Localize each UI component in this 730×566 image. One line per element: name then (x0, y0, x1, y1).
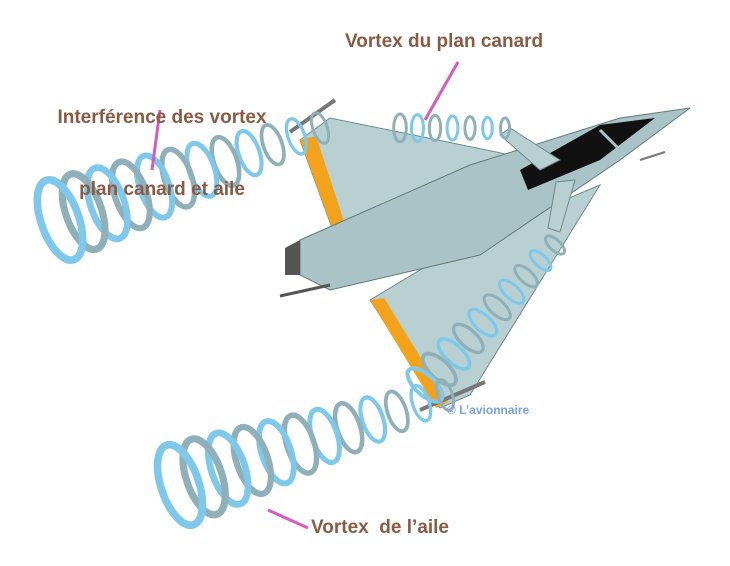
label-interference-line2: plan canard et aile (79, 179, 245, 200)
vortex-loop (405, 366, 445, 404)
upper-flap (300, 136, 352, 250)
vortex-loop (153, 440, 207, 530)
canard-vortex-upper (392, 112, 511, 144)
vortex-loop (230, 423, 275, 498)
vortex-loop (281, 412, 320, 476)
aircraft (279, 98, 691, 412)
vortex-loop (513, 263, 539, 289)
vortex-loop (58, 170, 109, 254)
vortex-loop (259, 123, 286, 167)
vortex-loop (134, 152, 176, 221)
label-interference-line1: Interférence des vortex (57, 107, 267, 128)
vortex-loop (256, 418, 297, 487)
vortex-loop (467, 307, 499, 338)
label-wing-vortex: Vortex de l’aile (311, 517, 449, 538)
upper-canard (499, 127, 562, 171)
vortex-loop (445, 114, 460, 142)
label-canard-vortex: Vortex du plan canard (345, 31, 544, 52)
vortex-loop (159, 146, 198, 210)
vortex-loop (481, 115, 494, 141)
vortex-loop (543, 234, 567, 256)
vortex-loop (463, 115, 477, 141)
vortex-loop (204, 429, 252, 508)
vortex-loop (410, 113, 425, 143)
lower-flap (370, 298, 448, 408)
vortex-loop (528, 249, 553, 272)
vortex-loop (436, 337, 472, 371)
wing-vortex-upper (33, 111, 331, 264)
pointer-wing (267, 508, 309, 530)
lower-canard (547, 179, 576, 233)
vortex-front-layer (33, 111, 567, 530)
watermark: © L’avionnaire (447, 403, 530, 417)
vortex-loop (427, 113, 443, 143)
vortex-loop (482, 293, 512, 322)
vortex-loop (284, 117, 308, 156)
vortex-loop (179, 435, 229, 519)
vortex-loop (234, 128, 264, 178)
vortex-loop (33, 176, 87, 264)
pointer-interference (150, 109, 162, 171)
vortex-loop (434, 378, 456, 412)
vortex-loop (497, 278, 526, 305)
vortex-loop (451, 322, 485, 355)
cockpit (520, 118, 655, 190)
vortex-loop (358, 395, 388, 444)
vortex-loop (392, 112, 408, 144)
label-interference: Interférence des vortex plan canard et a… (42, 58, 282, 226)
pointer-canard (423, 61, 460, 121)
vortex-loop (108, 158, 153, 232)
vortex-loop (383, 389, 410, 434)
vortex-loop (309, 111, 331, 145)
wing-vortex-lower (153, 378, 456, 530)
vortex-loop (499, 116, 511, 140)
exhaust (285, 240, 300, 275)
canard-vortex-lower (405, 234, 567, 404)
vortex-loop (409, 383, 433, 423)
vortex-loop (83, 164, 131, 243)
